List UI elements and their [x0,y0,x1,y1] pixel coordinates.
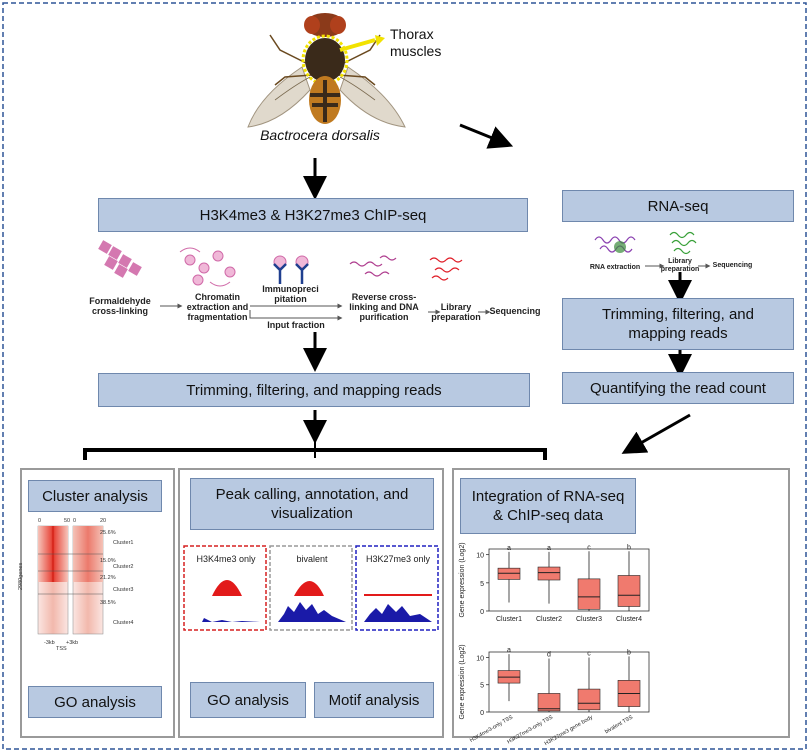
rna-trimming-box: Trimming, filtering, and mapping reads [562,298,794,350]
y-axis-label: Gene expression (Log2) [459,542,466,617]
rna-schematic [594,231,697,255]
cluster-label-4: Cluster4 [113,620,134,626]
peak-title-box: Peak calling, annotation, and visualizat… [190,478,434,530]
cluster-pct-4: 38.5% [100,600,116,606]
heatmap-ylabel: 2980genes [18,562,24,590]
peak-go-box: GO analysis [190,682,306,718]
species-name: Bactrocera dorsalis [260,127,380,143]
cluster-go-box: GO analysis [28,686,162,718]
box-body [577,578,601,610]
step-crosslink: Formaldehyde cross-linking [89,296,151,316]
box-body [537,693,561,712]
significance-letter: a [547,545,551,552]
heatmap-tick-50: 50 [64,518,71,524]
peak-title-line1: Peak calling, annotation, and [215,486,409,503]
heatmap-tick-0: 0 [38,518,42,524]
rna-step-extraction: RNA extraction [589,264,641,271]
chip-seq-title-box: H3K4me3 & H3K27me3 ChIP-seq [98,198,528,232]
heatmap-tick-20: 20 [100,518,107,524]
y-tick-label: 10 [476,655,484,662]
track-label-h3k27me3: H3K27me3 only [365,554,431,564]
rna-step-library: Library preparation [660,258,700,273]
significance-letter: d [547,652,551,659]
integration-title-line2: & ChIP-seq data [492,507,604,524]
significance-letter: a [507,545,511,552]
x-tick-label: Cluster4 [616,616,642,623]
step-reverse: Reverse cross-linking and DNA purificati… [349,292,419,322]
step-chromatin: Chromatin extraction and fragmentation [186,292,249,322]
x-tick-label: bivalent TSS [604,714,634,735]
x-tick-label: Cluster1 [496,616,522,623]
plot-frame [488,548,650,612]
y-axis-label: Gene expression (Log2) [459,644,466,719]
thorax-label-line1: Thorax [390,26,434,42]
step-ip: Immunopreci pitation [262,284,319,304]
step-input: Input fraction [267,320,325,330]
rna-seq-title-box: RNA-seq [562,190,794,222]
significance-letter: c [587,650,591,657]
chip-schematic [98,240,463,287]
box-body [537,566,561,581]
cluster-heatmap [37,525,104,635]
heatmap-bottom-tick-right: +3kb [66,640,79,646]
y-tick-label: 0 [480,710,484,717]
cluster-pct-3: 21.2% [100,575,116,581]
peak-tracks [183,545,439,631]
heatmap-tick-0b: 0 [73,518,77,524]
y-tick-label: 5 [480,581,484,588]
cluster-title-box: Cluster analysis [28,480,162,512]
box-body [577,688,601,711]
y-tick-label: 0 [480,609,484,616]
plot-frame [488,651,650,713]
x-tick-label: Cluster3 [576,616,602,623]
significance-letter: b [627,649,631,656]
chip-trimming-box: Trimming, filtering, and mapping reads [98,373,530,407]
cluster-pct-1: 25.6% [100,530,116,536]
peak-motif-box: Motif analysis [314,682,434,718]
significance-letter: a [507,647,511,654]
fly-illustration [247,13,406,128]
cluster-label-1: Cluster1 [113,540,134,546]
x-tick-label: Cluster2 [536,616,562,623]
step-library: Library preparation [431,302,481,322]
box-body [617,575,641,607]
integration-title-line1: Integration of RNA-seq [471,488,625,505]
rna-step-sequencing: Sequencing [712,262,753,269]
track-label-bivalent: bivalent [296,554,328,564]
cluster-label-3: Cluster3 [113,587,134,593]
heatmap-tss: TSS [56,646,67,652]
y-tick-label: 10 [476,553,484,560]
thorax-label: Thorax muscles [390,26,441,60]
peak-title-line2: visualization [271,505,353,522]
significance-letter: c [587,544,591,551]
thorax-label-line2: muscles [390,43,442,59]
step-sequencing: Sequencing [489,306,541,316]
track-label-h3k4me3: H3K4me3 only [196,554,256,564]
cluster-label-2: Cluster2 [113,564,134,570]
rna-quantify-box: Quantifying the read count [562,372,794,404]
box-body [497,567,521,580]
heatmap-bottom-tick-left: -3kb [44,640,55,646]
integration-title-box: Integration of RNA-seq & ChIP-seq data [460,478,636,534]
cluster-pct-2: 15.0% [100,558,116,564]
y-tick-label: 5 [480,683,484,690]
significance-letter: b [627,544,631,551]
